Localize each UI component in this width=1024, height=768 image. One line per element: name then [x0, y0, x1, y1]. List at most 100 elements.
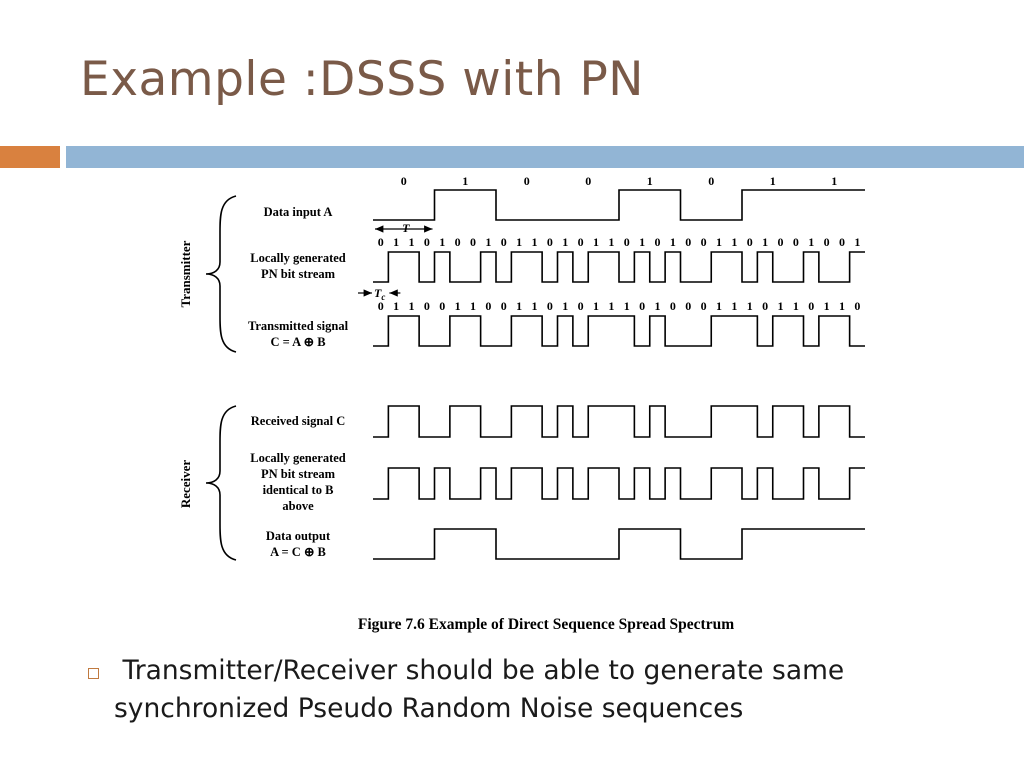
row-label-pn-rx: Locally generated	[250, 451, 346, 465]
tx-bit-label: 0	[424, 299, 430, 313]
data-bit-label: 0	[401, 174, 407, 188]
waveform-data-input	[373, 189, 865, 221]
receiver-label: Receiver	[178, 460, 193, 509]
pn-bit-label: 0	[501, 235, 507, 249]
pn-bit-label: 0	[685, 235, 691, 249]
pn-bit-label: 1	[408, 235, 414, 249]
tx-bit-label: 0	[578, 299, 584, 313]
row-label-data-input: Data input A	[264, 205, 333, 219]
transmitter-label: Transmitter	[178, 240, 193, 307]
tx-bit-label: 0	[501, 299, 507, 313]
row-label-pn-tx: Locally generated	[250, 251, 346, 265]
pn-bit-label: 1	[639, 235, 645, 249]
waveform-pn-rx	[373, 467, 865, 500]
pn-bit-label: 1	[562, 235, 568, 249]
tx-bit-label: 1	[654, 299, 660, 313]
tx-bit-label: 1	[608, 299, 614, 313]
pn-bit-label: 0	[654, 235, 660, 249]
row-label-tx-signal: Transmitted signal	[248, 319, 349, 333]
chip-Tc-label: Tc	[374, 286, 385, 302]
pn-bit-label: 0	[777, 235, 783, 249]
pn-bit-label: 1	[670, 235, 676, 249]
tx-bit-label: 1	[393, 299, 399, 313]
pn-bit-label: 1	[439, 235, 445, 249]
pn-bit-label: 0	[624, 235, 630, 249]
tx-bit-label: 0	[685, 299, 691, 313]
tx-bit-label: 0	[378, 299, 384, 313]
tx-bit-label: 1	[455, 299, 461, 313]
tx-bit-label: 1	[824, 299, 830, 313]
pn-bit-label: 1	[716, 235, 722, 249]
tx-bit-label: 0	[439, 299, 445, 313]
tx-bit-label: 0	[485, 299, 491, 313]
tx-bit-label: 1	[408, 299, 414, 313]
tx-bit-label: 1	[731, 299, 737, 313]
waveform-pn-tx	[373, 251, 865, 283]
tx-bit-label: 0	[808, 299, 814, 313]
row-label-pn-rx: above	[282, 499, 314, 513]
pn-bit-label: 0	[578, 235, 584, 249]
data-bit-label: 1	[770, 174, 776, 188]
pn-bit-label: 0	[470, 235, 476, 249]
data-bit-label: 0	[524, 174, 530, 188]
tx-bit-label: 1	[747, 299, 753, 313]
data-bit-label: 1	[831, 174, 837, 188]
tx-bit-label: 1	[531, 299, 537, 313]
pn-bit-label: 0	[424, 235, 430, 249]
transmitter-brace	[205, 195, 237, 353]
tx-bit-label: 0	[701, 299, 707, 313]
pn-bit-label: 1	[393, 235, 399, 249]
pn-bit-label: 0	[747, 235, 753, 249]
tx-bit-label: 0	[639, 299, 645, 313]
pn-bit-label: 0	[455, 235, 461, 249]
tx-bit-label: 0	[670, 299, 676, 313]
waveform-received	[373, 405, 865, 438]
pn-bit-label: 1	[731, 235, 737, 249]
row-label-pn-tx: PN bit stream	[261, 267, 336, 281]
row-label-pn-rx: PN bit stream	[261, 467, 336, 481]
tx-bit-label: 1	[839, 299, 845, 313]
period-T-label: T	[402, 221, 410, 235]
tx-bit-label: 1	[593, 299, 599, 313]
row-label-data-output: Data output	[266, 529, 331, 543]
bullet-icon	[88, 668, 99, 679]
pn-bit-label: 0	[701, 235, 707, 249]
pn-bit-label: 1	[516, 235, 522, 249]
pn-bit-label: 0	[839, 235, 845, 249]
waveform-transmitted	[373, 315, 865, 347]
pn-bit-label: 1	[762, 235, 768, 249]
pn-bit-label: 0	[547, 235, 553, 249]
tx-bit-label: 1	[716, 299, 722, 313]
tx-bit-label: 1	[516, 299, 522, 313]
receiver-brace	[205, 405, 237, 561]
pn-bit-label: 1	[808, 235, 814, 249]
tx-bit-label: 1	[777, 299, 783, 313]
data-bit-label: 1	[462, 174, 468, 188]
pn-bit-label: 1	[593, 235, 599, 249]
slide-title: Example :DSSS with PN	[80, 52, 644, 107]
row-label-pn-rx: identical to B	[263, 483, 334, 497]
pn-bit-label: 1	[485, 235, 491, 249]
tx-bit-label: 1	[470, 299, 476, 313]
tx-bit-label: 0	[854, 299, 860, 313]
figure-caption: Figure 7.6 Example of Direct Sequence Sp…	[358, 616, 734, 633]
data-bit-label: 0	[585, 174, 591, 188]
pn-bit-label: 1	[531, 235, 537, 249]
pn-bit-label: 1	[854, 235, 860, 249]
accent-bar-blue	[66, 146, 1024, 168]
bullet-text: Transmitter/Receiver should be able to g…	[114, 655, 845, 724]
waveform-data-output	[373, 528, 865, 560]
pn-bit-label: 0	[824, 235, 830, 249]
tx-bit-label: 1	[624, 299, 630, 313]
pn-bit-label: 0	[378, 235, 384, 249]
data-bit-label: 1	[647, 174, 653, 188]
tx-bit-label: 1	[793, 299, 799, 313]
row-label-data-output: A = C ⊕ B	[270, 545, 326, 559]
accent-bar-orange	[0, 146, 60, 168]
data-bit-label: 0	[708, 174, 714, 188]
row-label-tx-signal: C = A ⊕ B	[270, 335, 325, 349]
row-label-rx-signal: Received signal C	[251, 414, 345, 428]
tx-bit-label: 0	[547, 299, 553, 313]
tx-bit-label: 1	[562, 299, 568, 313]
